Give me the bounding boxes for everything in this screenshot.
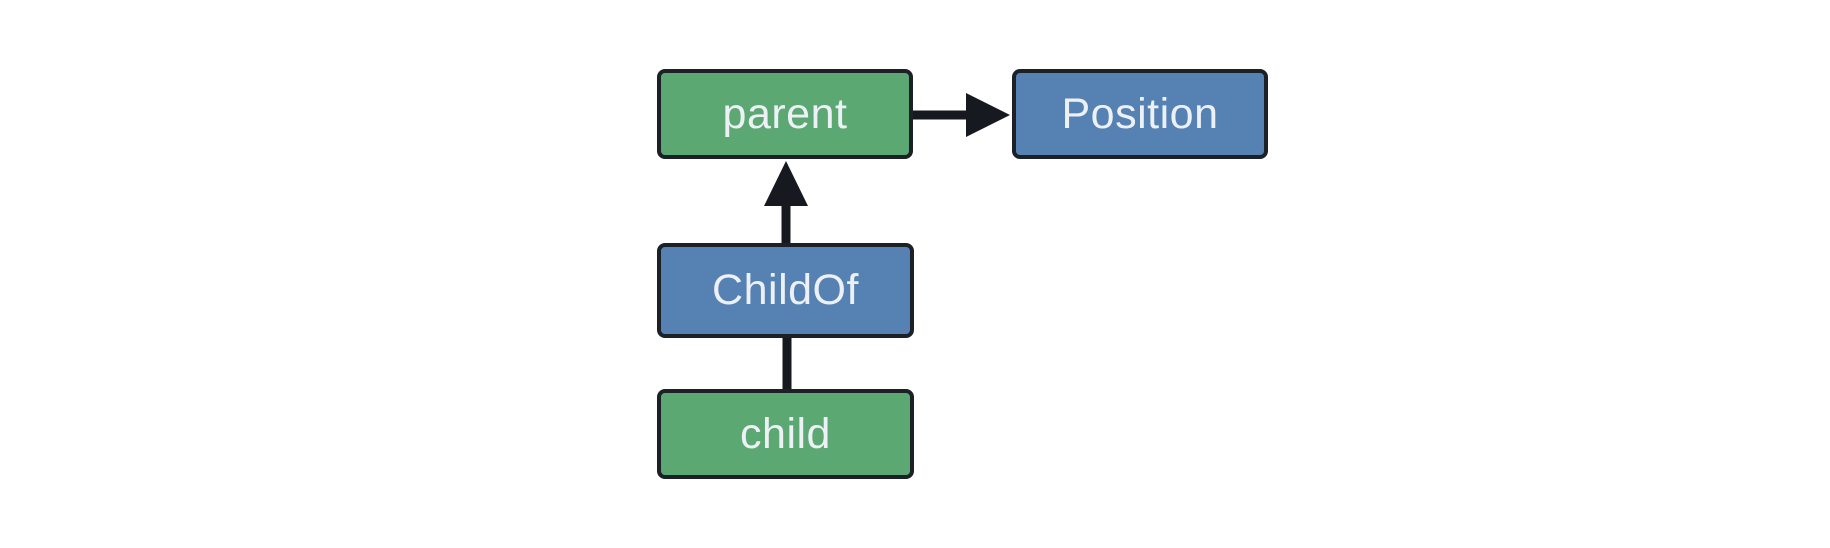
node-child-label: child [740, 409, 831, 458]
node-parent: parent [657, 69, 913, 159]
node-childof-label: ChildOf [712, 266, 859, 314]
node-position-label: Position [1061, 89, 1219, 138]
arrowhead-up-icon [764, 161, 808, 206]
node-child: child [657, 389, 914, 479]
node-parent-label: parent [722, 89, 848, 138]
arrowhead-right-icon [966, 93, 1010, 137]
node-position: Position [1012, 69, 1268, 159]
node-childof: ChildOf [657, 243, 914, 338]
edge-childof-to-parent [764, 161, 808, 246]
edge-parent-to-position [912, 93, 1010, 137]
